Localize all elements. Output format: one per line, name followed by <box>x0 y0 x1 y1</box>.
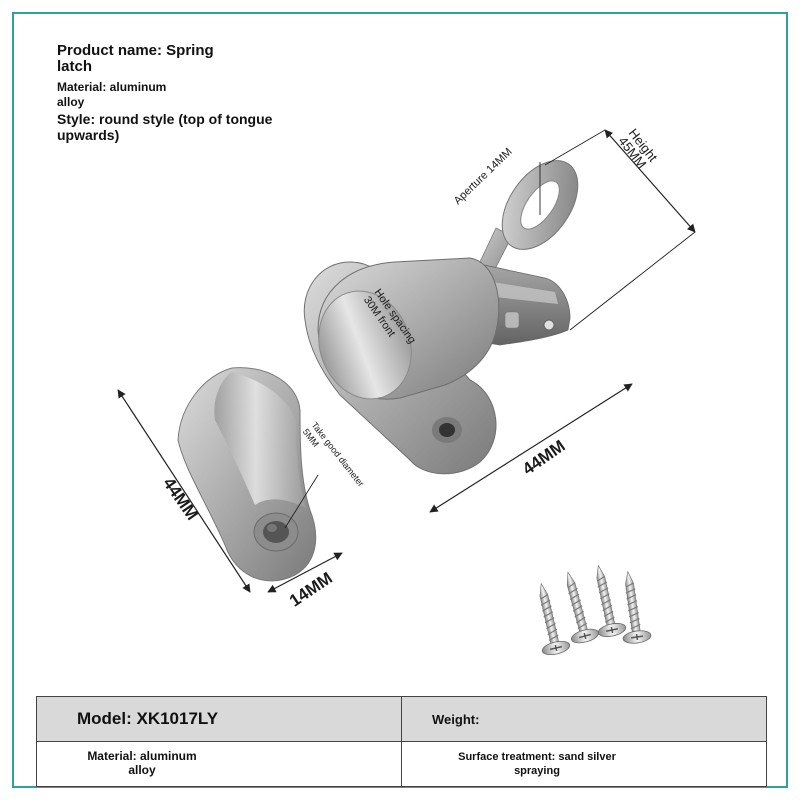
product-name: Product name: Spring latch <box>57 42 214 75</box>
screw-image <box>553 567 601 647</box>
spec-table: Model: XK1017LY Weight: Material: alumin… <box>36 696 767 787</box>
diameter-label: Take good diameter 5MM <box>301 420 368 497</box>
height-dimension <box>604 129 696 233</box>
latch-body-photo <box>303 257 571 475</box>
height-label: Height 45MM <box>615 126 662 176</box>
dimension-lines <box>117 129 696 593</box>
stopper-height-dimension <box>117 389 251 593</box>
height-extension-bottom <box>569 231 696 331</box>
surface-treatment-cell: Surface treatment: sand silver spraying <box>401 741 767 787</box>
diameter-line1: Take good diameter <box>309 420 366 488</box>
aperture-label: Aperture 14MM <box>452 146 515 207</box>
latch-length-label: 44MM <box>519 436 569 479</box>
material-cell: Material: aluminum alloy <box>36 741 402 787</box>
weight-cell: Weight: <box>401 696 767 742</box>
screw-image <box>526 579 572 658</box>
spec-row: Material: aluminum alloy Surface treatme… <box>36 741 767 787</box>
stopper-width-dimension <box>267 552 343 593</box>
screws-photo <box>526 561 653 658</box>
material-text: Material: aluminum alloy <box>87 749 197 777</box>
height-extension-top <box>544 129 606 166</box>
product-style: Style: round style (top of tongue upward… <box>57 111 273 143</box>
latch-length-dimension <box>429 383 633 513</box>
product-material: Material: aluminum alloy <box>57 80 167 109</box>
screw-image <box>583 561 628 640</box>
model-cell: Model: XK1017LY <box>36 696 402 742</box>
surface-treatment-text: Surface treatment: sand silver spraying <box>458 750 616 777</box>
spec-row: Model: XK1017LY Weight: <box>36 696 767 742</box>
outer-frame <box>12 12 788 788</box>
stopper-photo <box>177 367 317 582</box>
diameter-leader <box>284 474 319 529</box>
